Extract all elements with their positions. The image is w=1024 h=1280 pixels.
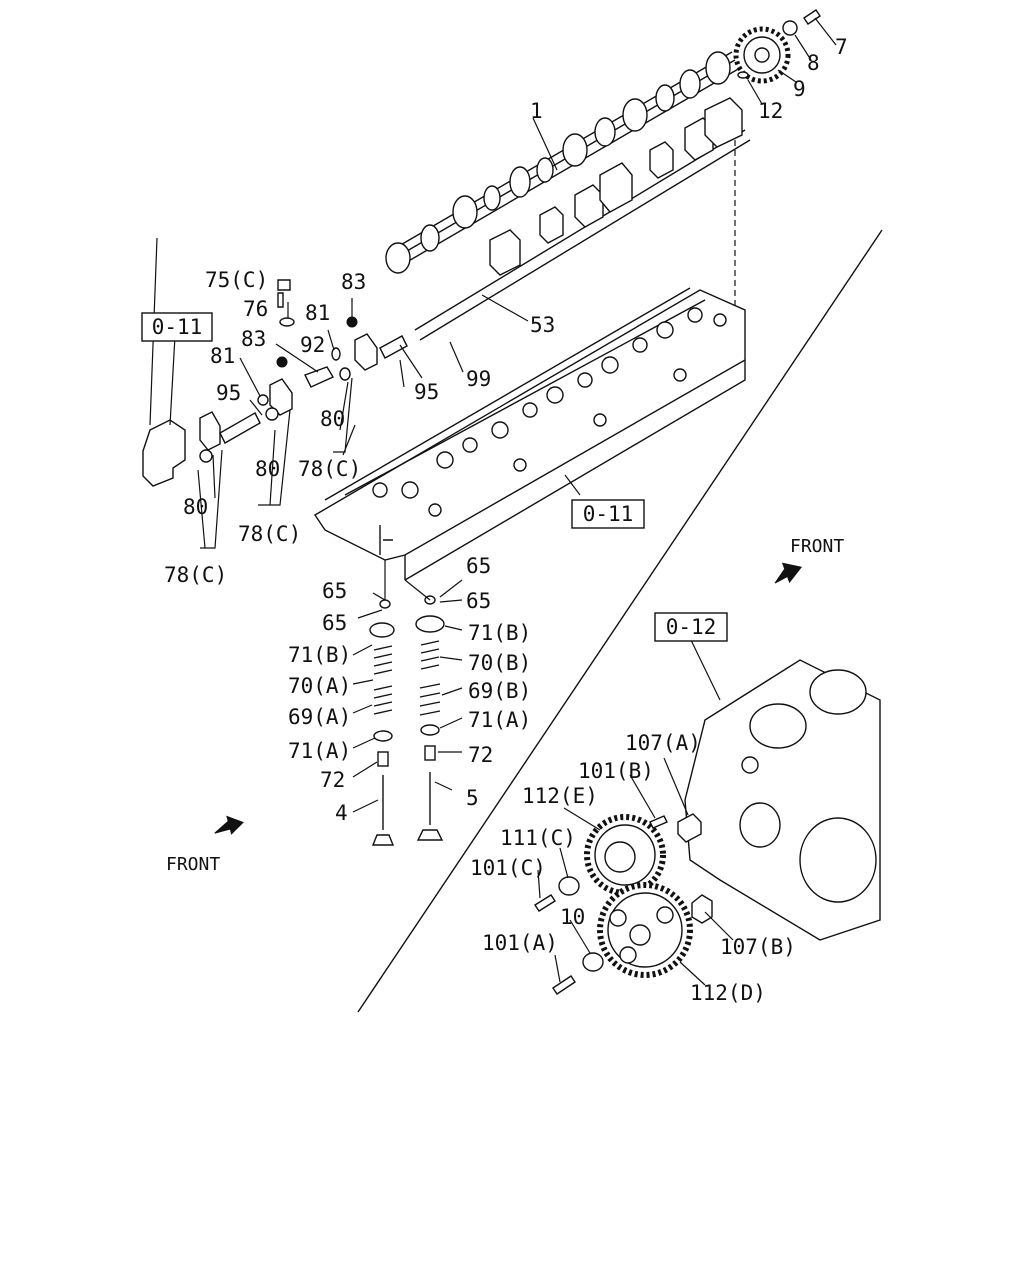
part-label-65-right-top: 65 — [466, 554, 491, 578]
part-label-72-left: 72 — [320, 768, 345, 792]
part-label-8: 8 — [807, 51, 820, 75]
part-label-80-right: 80 — [320, 407, 345, 431]
part-label-71a-right: 71(A) — [468, 708, 531, 732]
part-label-101b: 101(B) — [578, 759, 654, 783]
ref-0-11-b: 0-11 — [583, 502, 634, 526]
part-label-80-left: 80 — [183, 495, 208, 519]
part-label-112d: 112(D) — [690, 981, 766, 1005]
divider-line — [357, 229, 883, 1013]
ref-0-11-a: 0-11 — [152, 315, 203, 339]
leader-lines — [149, 17, 837, 986]
part-label-95-right: 95 — [414, 380, 439, 404]
part-label-4: 4 — [335, 801, 348, 825]
part-label-1: 1 — [530, 99, 543, 123]
timing-small-parts — [534, 813, 713, 995]
idler-gear-e — [584, 814, 666, 896]
part-label-111c: 111(C) — [500, 826, 576, 850]
part-label-65-left-top: 65 — [322, 579, 347, 603]
part-label-101a: 101(A) — [482, 931, 558, 955]
part-label-112e: 112(E) — [522, 784, 598, 808]
part-label-7: 7 — [835, 35, 848, 59]
part-label-12: 12 — [758, 99, 783, 123]
rocker-lever-group — [142, 279, 408, 487]
valve-train-right — [415, 595, 445, 841]
part-label-69b: 69(B) — [468, 679, 531, 703]
front-label-left: FRONT — [166, 854, 220, 875]
part-label-71b-left: 71(B) — [288, 643, 351, 667]
cylinder-block — [684, 659, 881, 941]
idler-gear-d — [597, 882, 693, 978]
cylinder-head — [314, 287, 746, 581]
part-label-83-top: 83 — [341, 270, 366, 294]
part-label-69a: 69(A) — [288, 705, 351, 729]
part-label-72-right: 72 — [468, 743, 493, 767]
part-label-99: 99 — [466, 367, 491, 391]
part-label-95-left: 95 — [216, 381, 241, 405]
part-label-78c-mid: 78(C) — [238, 522, 301, 546]
part-label-107b: 107(B) — [720, 935, 796, 959]
part-label-9: 9 — [793, 77, 806, 101]
part-label-101c: 101(C) — [470, 856, 546, 880]
part-label-10: 10 — [560, 905, 585, 929]
part-label-81-left: 81 — [210, 344, 235, 368]
part-label-5: 5 — [466, 786, 479, 810]
part-label-78c-left: 78(C) — [164, 563, 227, 587]
front-arrow-left-icon — [214, 815, 244, 835]
ref-box-0-11-b — [571, 499, 645, 529]
part-label-71b-right: 71(B) — [468, 621, 531, 645]
part-label-80-mid: 80 — [255, 457, 280, 481]
part-label-81-top: 81 — [305, 301, 330, 325]
ref-0-12: 0-12 — [666, 615, 717, 639]
front-arrow-right-icon — [774, 562, 803, 584]
camshaft — [385, 51, 741, 274]
part-label-83-left: 83 — [241, 327, 266, 351]
part-label-70a: 70(A) — [288, 674, 351, 698]
part-label-107a: 107(A) — [625, 731, 701, 755]
part-label-65-right-bottom: 65 — [466, 589, 491, 613]
part-label-70b: 70(B) — [468, 651, 531, 675]
part-label-65-left-bottom: 65 — [322, 611, 347, 635]
ref-box-0-11-a — [141, 312, 213, 342]
ref-box-0-12 — [654, 612, 728, 642]
valve-train-left — [369, 599, 395, 846]
front-label-right: FRONT — [790, 536, 844, 557]
cam-gear — [733, 9, 821, 84]
part-label-76: 76 — [243, 297, 268, 321]
part-label-53: 53 — [530, 313, 555, 337]
rocker-shaft-assembly — [414, 97, 751, 341]
part-label-78c-right: 78(C) — [298, 457, 361, 481]
part-label-71a-left: 71(A) — [288, 739, 351, 763]
part-label-75c: 75(C) — [205, 268, 268, 292]
part-label-92: 92 — [300, 333, 325, 357]
